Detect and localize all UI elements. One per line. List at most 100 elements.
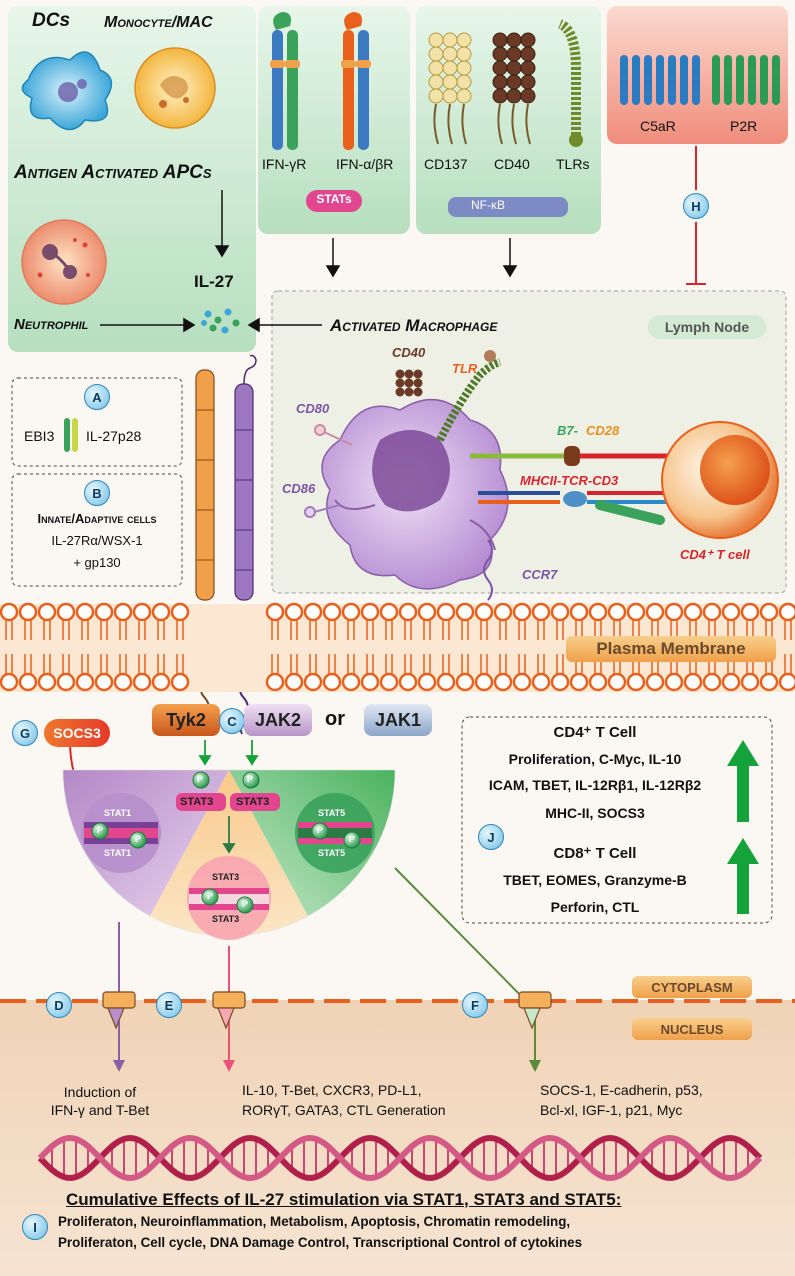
- lipid-head: [493, 602, 513, 622]
- ccr7-marker: [483, 539, 493, 601]
- p-stat3-b: P: [242, 899, 249, 909]
- label-c: C: [219, 708, 245, 734]
- lipid-head: [417, 602, 437, 622]
- neutrophil-cell: [21, 219, 107, 305]
- lipid-head: [18, 672, 38, 692]
- lipid-head: [113, 602, 133, 622]
- cd40-on-macrophage: [395, 369, 423, 397]
- cd4-line1: Proliferation, C-Myc, IL-10: [508, 751, 682, 767]
- lipid-head: [759, 672, 779, 692]
- lipid-head: [531, 602, 551, 622]
- lipid-head: [607, 602, 627, 622]
- lipid-head: [379, 602, 399, 622]
- dna-strand: [37, 1135, 763, 1181]
- stats-pill: [306, 190, 362, 212]
- lipid-head: [778, 672, 795, 692]
- cd8-title: CD8⁺ T Cell: [553, 845, 637, 862]
- lipid-head: [645, 672, 665, 692]
- plasma-membrane-label: Plasma Membrane: [566, 636, 776, 662]
- label-d: D: [46, 992, 72, 1018]
- lipid-head: [455, 672, 475, 692]
- socs3-pill: SOCS3: [44, 719, 110, 747]
- box-b-line1: Innate/Adaptive cells: [37, 511, 157, 526]
- mhcii-tcr-cd3-label: MHCII-TCR-CD3: [520, 473, 619, 488]
- ifn-gamma-r-label: IFN-γR: [262, 156, 307, 172]
- ifn-alpha-beta-receptor: [341, 12, 371, 150]
- stat5-top-label: STAT5: [318, 808, 346, 818]
- label-f: F: [462, 992, 488, 1018]
- il27-label: IL-27: [194, 272, 234, 291]
- cd80-marker: [314, 424, 353, 446]
- lipid-head: [284, 602, 304, 622]
- lipid-head: [778, 602, 795, 622]
- tlr-mac-label: TLR: [452, 361, 478, 376]
- stat1-bottom-label: STAT1: [104, 848, 132, 858]
- lipid-head: [265, 602, 285, 622]
- macrophage-cell: [321, 398, 509, 590]
- lipid-head: [683, 602, 703, 622]
- receptor-down-arrows: [325, 238, 518, 278]
- lipid-head: [702, 672, 722, 692]
- lipid-head: [37, 672, 57, 692]
- stat3-dimer-top-label: STAT3: [212, 872, 240, 882]
- b7-label: B7-: [557, 423, 578, 438]
- lipid-head: [683, 672, 703, 692]
- stat3-pill-left: [176, 793, 226, 811]
- tyk2-box: Tyk2: [152, 704, 220, 736]
- lipid-head: [56, 602, 76, 622]
- ccr7-label: CCR7: [522, 567, 558, 582]
- dc-cell: [21, 51, 113, 131]
- label-j: J: [478, 824, 504, 850]
- lipid-head: [569, 602, 589, 622]
- jak1-box: JAK1: [364, 704, 432, 736]
- f-line1: SOCS-1, E-cadherin, p53,: [540, 1082, 703, 1098]
- label-e: E: [156, 992, 182, 1018]
- cytoplasm-label: CYTOPLASM: [632, 976, 752, 998]
- label-h: H: [683, 193, 709, 219]
- lipid-head: [170, 672, 190, 692]
- lipid-head: [436, 602, 456, 622]
- cd137-receptor: [428, 32, 472, 104]
- lipid-head: [265, 672, 285, 692]
- box-b-line2: IL-27Rα/WSX-1: [51, 533, 143, 548]
- lipid-head: [512, 672, 532, 692]
- stat3-pill-right: [230, 793, 280, 811]
- summary-line1: Proliferaton, Neuroinflammation, Metabol…: [58, 1214, 571, 1229]
- p-stat5-b: P: [349, 834, 356, 844]
- cd86-label: CD86: [282, 481, 316, 496]
- lipid-head: [303, 672, 323, 692]
- lipid-head: [721, 672, 741, 692]
- lipid-head: [569, 672, 589, 692]
- plasma-membrane: [0, 602, 795, 692]
- p-stat1-b: P: [135, 834, 142, 844]
- phospho-spheres: [91, 771, 361, 914]
- ebi3-il27p28-icon: [64, 418, 78, 452]
- lipid-head: [626, 672, 646, 692]
- cd40-stalks: [497, 103, 531, 145]
- h-inhibition-line: [686, 146, 706, 285]
- lipid-head: [341, 672, 361, 692]
- p2r-receptor: [712, 55, 780, 105]
- lipid-head: [360, 672, 380, 692]
- p-label-2: P: [247, 774, 254, 784]
- il27-input-arrows: [100, 190, 322, 333]
- activated-macrophage-label: Activated Macrophage: [330, 316, 498, 335]
- tlr-ligand: [484, 350, 496, 362]
- lipid-head: [531, 672, 551, 692]
- ifn-gamma-receptor: [270, 12, 300, 150]
- monocyte-mac-label: Monocyte/MAC: [104, 14, 213, 31]
- label-b: B: [84, 480, 110, 506]
- cd28-label: CD28: [586, 423, 620, 438]
- stat3-dimer-bottom-label: STAT3: [212, 914, 240, 924]
- stat3-dimerize-arrow: [222, 816, 236, 854]
- e-line2: RORγT, GATA3, CTL Generation: [242, 1102, 446, 1118]
- lipid-head: [151, 672, 171, 692]
- lipid-head: [626, 602, 646, 622]
- lipid-head: [75, 672, 95, 692]
- stat3-right-label: STAT3: [236, 796, 270, 808]
- lipid-head: [75, 602, 95, 622]
- lipid-head: [474, 672, 494, 692]
- cd80-label: CD80: [296, 401, 330, 416]
- lipid-head: [474, 602, 494, 622]
- lipid-head: [170, 602, 190, 622]
